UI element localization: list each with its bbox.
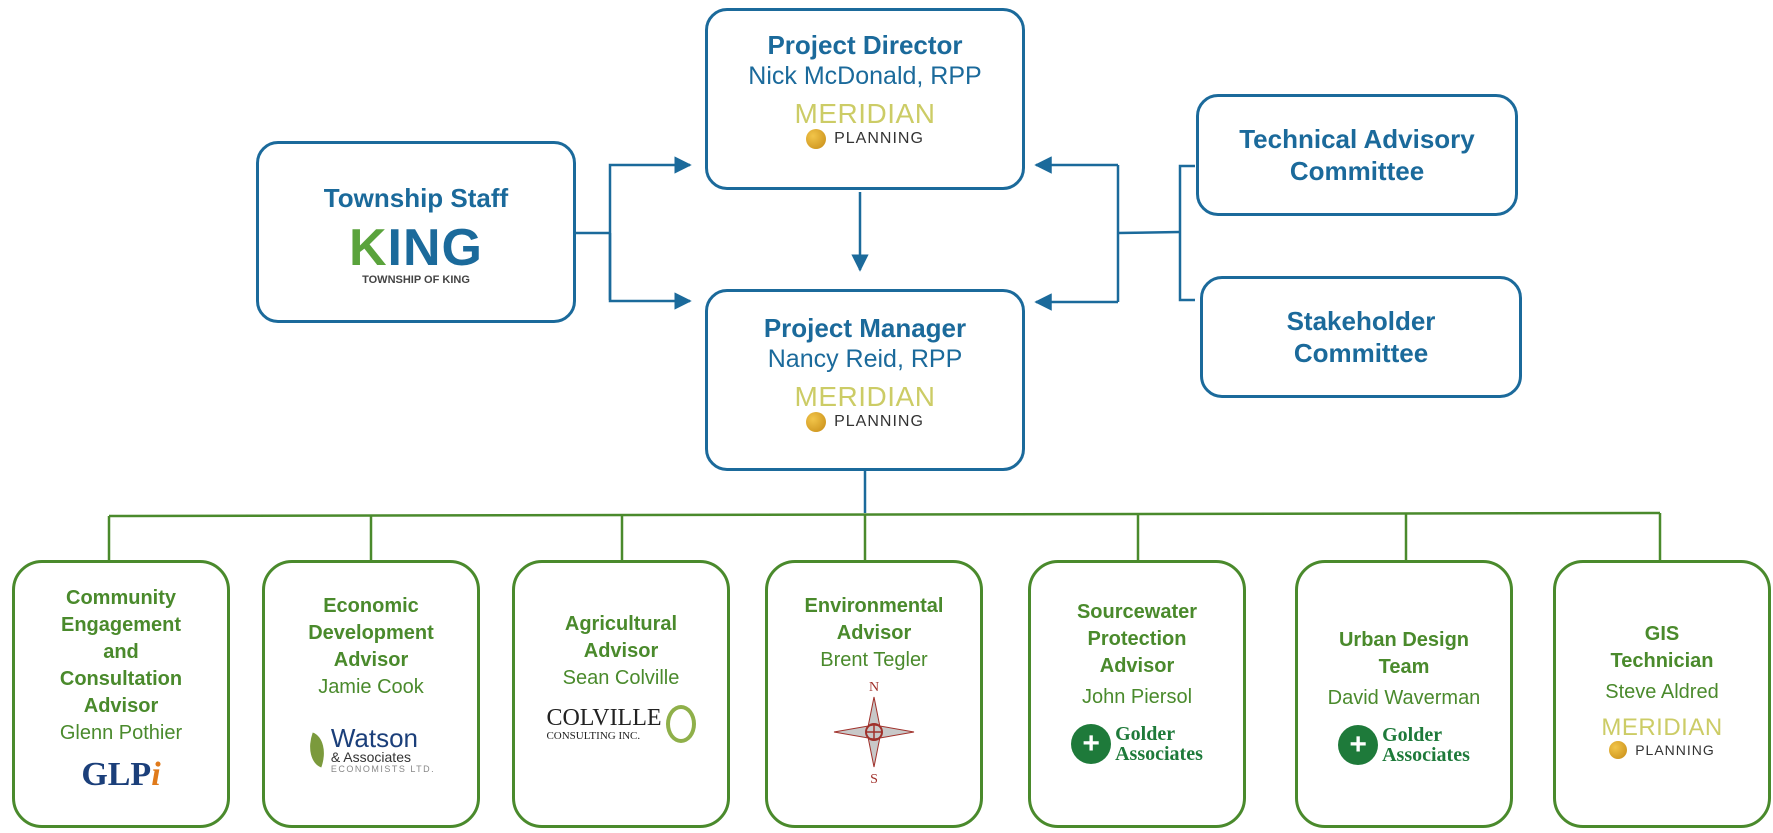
stakeholder-box: Stakeholder Committee: [1200, 276, 1522, 398]
advisor-name: Sean Colville: [562, 667, 680, 689]
advisor-name: Steve Aldred: [1605, 681, 1719, 703]
arrow-to-manager: [608, 233, 692, 310]
advisor-title: Agricultural: [564, 613, 678, 635]
king-logo: KING TOWNSHIP OF KING: [348, 219, 483, 286]
committee-bracket: [1178, 164, 1195, 302]
meridian-word: MERIDIAN: [794, 381, 936, 412]
technical-title-1: Technical Advisory: [1239, 124, 1475, 154]
technical-advisory-box: Technical Advisory Committee: [1196, 94, 1518, 216]
advisor-title: Community: [66, 587, 176, 609]
advisor-bus-line: [108, 511, 1661, 518]
glpi-logo: GLPi: [81, 756, 161, 793]
arrow-to-director: [608, 156, 692, 300]
advisor-title: and: [103, 641, 139, 663]
leaf-icon: [302, 732, 332, 768]
stakeholder-title-2: Committee: [1293, 338, 1429, 368]
colville-logo-sub: CONSULTING INC.: [546, 730, 641, 742]
globe-icon: [806, 412, 827, 432]
advisor-economic-box: Economic Development Advisor Jamie Cook …: [262, 560, 480, 828]
meridian-logo: MERIDIAN PLANNING: [795, 382, 936, 432]
meridian-word: MERIDIAN: [1601, 714, 1723, 741]
advisor-sourcewater-box: Sourcewater Protection Advisor John Pier…: [1028, 560, 1246, 828]
manager-name: Nancy Reid, RPP: [767, 345, 963, 373]
advisor-title: Team: [1378, 656, 1430, 678]
manager-title: Project Manager: [763, 313, 967, 343]
township-title: Township Staff: [323, 183, 509, 213]
advisor-title: Consultation: [59, 668, 183, 690]
golder-logo-sub: Associates: [1382, 744, 1470, 766]
advisor-title: Advisor: [583, 640, 659, 662]
advisor-title: Protection: [1087, 628, 1187, 650]
advisor-title: Advisor: [83, 695, 159, 717]
globe-icon: [1609, 741, 1628, 759]
colville-logo-word: COLVILLE: [546, 705, 662, 731]
compass-rose-icon: N S: [833, 680, 915, 787]
meridian-sub: PLANNING: [834, 130, 924, 147]
technical-title-2: Committee: [1289, 156, 1425, 186]
director-title: Project Director: [767, 30, 963, 60]
advisor-title: Economic: [323, 595, 419, 617]
advisor-title: Advisor: [836, 622, 912, 644]
advisor-title: Engagement: [60, 614, 182, 636]
advisor-community-box: Community Engagement and Consultation Ad…: [12, 560, 230, 828]
golder-logo-word: Golder: [1382, 724, 1443, 746]
golder-logo-sub: Associates: [1115, 743, 1203, 765]
advisor-title: Advisor: [1099, 655, 1175, 677]
stakeholder-title-1: Stakeholder: [1286, 306, 1436, 336]
advisor-name: Glenn Pothier: [59, 722, 183, 744]
project-director-box: Project Director Nick McDonald, RPP MERI…: [705, 8, 1025, 190]
meridian-logo: MERIDIAN PLANNING: [795, 99, 936, 149]
advisor-agricultural-box: Agricultural Advisor Sean Colville COLVI…: [512, 560, 730, 828]
advisor-name: Jamie Cook: [318, 676, 424, 698]
king-logo-sub: TOWNSHIP OF KING: [362, 274, 470, 286]
compass-s-label: S: [870, 772, 878, 787]
watson-logo-sub: & Associates: [330, 749, 411, 765]
township-staff-box: Township Staff KING TOWNSHIP OF KING: [256, 141, 576, 323]
meridian-logo: MERIDIAN PLANNING: [1601, 715, 1722, 759]
meridian-word: MERIDIAN: [794, 98, 936, 129]
advisor-title: Urban Design: [1338, 629, 1470, 651]
advisor-title: Sourcewater: [1076, 601, 1198, 623]
king-logo-word: ING: [387, 219, 483, 277]
golder-globe-icon: +: [1338, 725, 1379, 765]
advisor-name: John Piersol: [1081, 686, 1193, 708]
globe-icon: [806, 129, 827, 149]
advisor-title: Development: [308, 622, 434, 644]
colville-logo: COLVILLE CONSULTING INC.: [546, 705, 696, 743]
watson-logo-foot: ECONOMISTS LTD.: [330, 764, 436, 774]
meridian-sub: PLANNING: [1635, 742, 1715, 758]
golder-logo: + Golder Associates: [1071, 724, 1203, 764]
watson-logo: Watson & Associates ECONOMISTS LTD.: [302, 725, 436, 774]
project-manager-box: Project Manager Nancy Reid, RPP MERIDIAN…: [705, 289, 1025, 471]
advisor-title: GIS: [1644, 623, 1680, 645]
meridian-sub: PLANNING: [834, 413, 924, 430]
advisor-title: Advisor: [333, 649, 409, 671]
committee-connector: [1117, 230, 1181, 235]
advisor-environmental-box: Environmental Advisor Brent Tegler N S: [765, 560, 983, 828]
advisor-name: Brent Tegler: [820, 649, 928, 671]
tree-icon: [665, 705, 696, 743]
golder-logo: + Golder Associates: [1338, 725, 1470, 765]
director-name: Nick McDonald, RPP: [748, 62, 982, 90]
advisor-urban-design-box: Urban Design Team David Waverman + Golde…: [1295, 560, 1513, 828]
compass-n-label: N: [869, 680, 879, 695]
golder-logo-word: Golder: [1115, 723, 1176, 745]
advisor-title: Technician: [1610, 650, 1714, 672]
advisor-title: Environmental: [804, 595, 944, 617]
advisor-gis-box: GIS Technician Steve Aldred MERIDIAN PLA…: [1553, 560, 1771, 828]
golder-globe-icon: +: [1071, 724, 1112, 764]
advisor-name: David Waverman: [1327, 687, 1481, 709]
